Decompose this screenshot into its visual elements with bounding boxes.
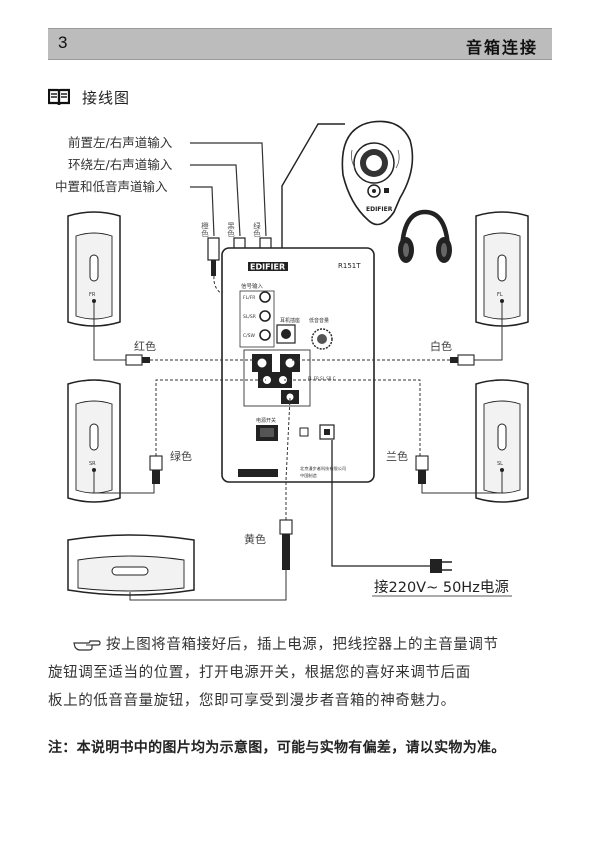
wire-label-front-right: 白色	[430, 339, 452, 353]
panel-made-in: 中国制造	[300, 472, 318, 479]
input-label-surround: 环绕左/右声道输入	[68, 157, 173, 172]
cable-label-green: 绿色	[252, 222, 261, 238]
panel-speaker-outputs: FL FR SL SR C	[308, 376, 336, 381]
speaker-front-left: FR	[67, 211, 121, 327]
page-header: 3 音箱连接	[48, 28, 552, 60]
speaker-rear-left: SR	[67, 379, 121, 503]
instruction-line: 按上图将音箱接好后，插上电源，把线控器上的主音量调节	[72, 631, 562, 659]
cable-color-labels: 橙色 黑色 绿色	[200, 221, 261, 238]
input-label-center-sub: 中置和低音声道输入	[55, 179, 168, 194]
instruction-line: 旋钮调至适当的位置，打开电源开关，根据您的喜好来调节后面	[48, 665, 471, 681]
book-icon	[48, 88, 70, 106]
section-title: 接线图	[82, 88, 131, 107]
instruction-line: 板上的低音音量旋钮，您即可享受到漫步者音箱的神奇魅力。	[48, 693, 456, 709]
speaker-front-right: FL	[475, 211, 529, 327]
page-number: 3	[58, 33, 68, 52]
wire-label-rear-right: 兰色	[386, 449, 408, 463]
speaker-rear-right: SL	[475, 379, 529, 503]
panel-brand: EDIFIER	[250, 263, 285, 272]
cable-label-orange: 橙色	[200, 221, 209, 238]
cable-label-black: 黑色	[226, 222, 235, 238]
wiring-diagram: 前置左/右声道输入 环绕左/右声道输入 中置和低音声道输入 橙色 黑色 绿色	[55, 120, 529, 601]
panel-company: 北京漫步者科技有限公司	[300, 465, 346, 472]
speaker-center	[67, 534, 195, 596]
panel-headphone-label: 耳机插座	[280, 317, 300, 324]
panel-fl-fr: FL/FR	[243, 295, 255, 301]
speaker-tag-rear-right: SL	[497, 461, 503, 467]
power-label: 接220V~ 50Hz电源	[374, 579, 509, 596]
headphones-icon	[398, 209, 452, 263]
pointing-hand-icon	[73, 640, 101, 651]
wire-label-front-left: 红色	[134, 339, 156, 353]
input-label-front: 前置左/右声道输入	[68, 135, 173, 150]
subwoofer-rear-panel: EDIFIER R151T 信号输入 FL/FR SL/SR C/SW 耳机插座…	[221, 247, 375, 483]
input-labels: 前置左/右声道输入 环绕左/右声道输入 中置和低音声道输入	[55, 135, 173, 194]
footnote: 注：本说明书中的图片均为示意图，可能与实物有偏差，请以实物为准。	[48, 740, 506, 756]
wire-color-labels: 红色 白色 绿色 兰色 黄色	[134, 339, 452, 546]
instructions: 按上图将音箱接好后，插上电源，把线控器上的主音量调节 旋钮调至适当的位置，打开电…	[48, 631, 562, 715]
panel-model: R151T	[338, 262, 361, 270]
panel-c-sw: C/SW	[243, 333, 256, 339]
speaker-tag-rear-left: SR	[89, 461, 96, 467]
power-cord: 接220V~ 50Hz电源	[331, 440, 512, 597]
remote-brand: EDIFIER	[366, 206, 393, 213]
panel-signal-input: 信号输入	[241, 282, 264, 290]
remote-control: EDIFIER	[341, 120, 414, 226]
speaker-tag-front-right: FL	[497, 292, 503, 298]
wire-label-center: 黄色	[244, 532, 266, 546]
panel-power-switch: 电源开关	[256, 417, 276, 424]
wire-plugs	[125, 354, 475, 570]
panel-bass-volume: 低音音量	[309, 317, 329, 324]
chapter-title: 音箱连接	[465, 38, 538, 57]
speaker-tag-front-left: FR	[89, 292, 96, 298]
panel-sl-sr: SL/SR	[243, 314, 256, 320]
section-heading: 接线图	[48, 86, 130, 108]
wire-label-rear-left: 绿色	[170, 449, 192, 463]
